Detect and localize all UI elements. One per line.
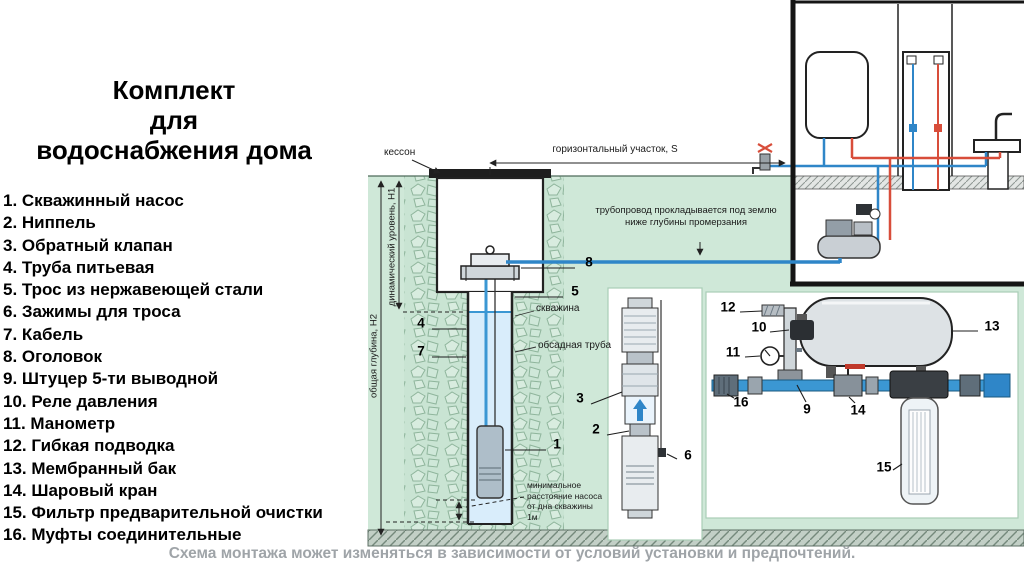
callout-14: 14	[850, 402, 866, 418]
flexible-hose	[761, 304, 785, 317]
label-kesson: кессон	[384, 147, 416, 158]
coupling-left	[713, 374, 739, 397]
part-item-6: 6. Зажимы для троса	[3, 302, 181, 322]
pump-lower-section	[621, 435, 659, 511]
part-item-7: 7. Кабель	[3, 324, 84, 344]
well-label-leaders	[514, 310, 537, 353]
label-dynamic-level: динамический уровень, Н1	[386, 187, 398, 307]
pressure-gauge	[760, 346, 784, 366]
boiler-column	[902, 51, 950, 191]
pump-detail-panel	[607, 287, 703, 541]
title-line-2: для	[149, 104, 199, 135]
callout-4: 4	[417, 315, 425, 331]
dimension-lines	[377, 159, 786, 536]
part-item-8: 8. Оголовок	[3, 347, 103, 367]
label-well: скважина	[536, 303, 580, 314]
union-fitting-2	[865, 376, 879, 395]
callout-11: 11	[725, 344, 741, 360]
pressure-switch	[790, 314, 814, 340]
cable-clamp	[657, 448, 666, 457]
callout-15: 15	[876, 459, 892, 475]
coupling-right	[959, 374, 981, 397]
callout-2: 2	[592, 421, 600, 437]
part-item-12: 12. Гибкая подводка	[3, 436, 175, 456]
callout-10: 10	[751, 319, 767, 335]
parts-list: 1. Скважинный насос 2. Ниппель 3. Обратн…	[3, 190, 369, 547]
callout-5: 5	[571, 283, 579, 299]
label-min-distance: минимальное расстояние насоса от дна скв…	[527, 480, 603, 522]
footer-note: Схема монтажа может изменяться в зависим…	[168, 545, 856, 562]
callout-3: 3	[576, 390, 584, 406]
detail-coupling	[626, 351, 654, 365]
part-item-13: 13. Мембранный бак	[3, 458, 177, 478]
part-item-16: 16. Муфты соединительные	[3, 525, 242, 545]
ball-valve	[833, 364, 865, 397]
wellhead	[460, 245, 520, 281]
borehole-pump	[476, 425, 504, 499]
nipple	[629, 423, 651, 437]
flow-arrow-icon	[633, 399, 647, 421]
sink-faucet	[973, 112, 1021, 190]
surface-detail-panel	[705, 291, 1019, 519]
house-pipes	[770, 156, 1000, 240]
title-line-1: Комплект	[112, 75, 236, 105]
label-total-depth: общая глубина, Н2	[368, 314, 380, 398]
callout-9: 9	[803, 401, 811, 417]
callout-13: 13	[984, 318, 1000, 334]
house	[752, 0, 1024, 287]
callout-6: 6	[684, 447, 692, 463]
callout-7: 7	[417, 343, 425, 359]
label-horizontal-section: горизонтальный участок, S	[552, 144, 678, 155]
part-item-2: 2. Ниппель	[3, 213, 96, 233]
prefilter	[889, 370, 949, 505]
part-item-5: 5. Трос из нержавеющей стали	[3, 280, 264, 300]
part-item-3: 3. Обратный клапан	[3, 235, 173, 255]
callout-leader-lines	[432, 267, 978, 471]
part-item-14: 14. Шаровый кран	[3, 480, 158, 500]
page-title: Комплект для водоснабжения дома	[0, 75, 348, 166]
part-item-15: 15. Фильтр предварительной очистки	[3, 503, 323, 523]
callout-1: 1	[553, 436, 561, 452]
caisson-and-well	[429, 169, 551, 525]
part-item-9: 9. Штуцер 5-ти выводной	[3, 369, 219, 389]
pump-station	[817, 204, 881, 263]
union-fitting	[747, 376, 763, 395]
outdoor-tap	[752, 143, 773, 174]
part-item-11: 11. Манометр	[3, 413, 116, 433]
label-casing-pipe: обсадная труба	[538, 340, 612, 351]
callout-12: 12	[720, 299, 736, 315]
pipe-end-fitting	[983, 373, 1011, 398]
title-line-3: водоснабжения дома	[36, 134, 312, 165]
water-heater	[805, 51, 869, 166]
label-pipeline-note: трубопровод прокладывается под землю ниж…	[595, 205, 777, 229]
callout-16: 16	[733, 394, 749, 410]
callout-8: 8	[585, 254, 593, 270]
part-item-10: 10. Реле давления	[3, 391, 158, 411]
part-item-4: 4. Труба питьевая	[3, 257, 155, 277]
check-valve	[621, 363, 659, 397]
part-item-1: 1. Скважинный насос	[3, 191, 184, 210]
